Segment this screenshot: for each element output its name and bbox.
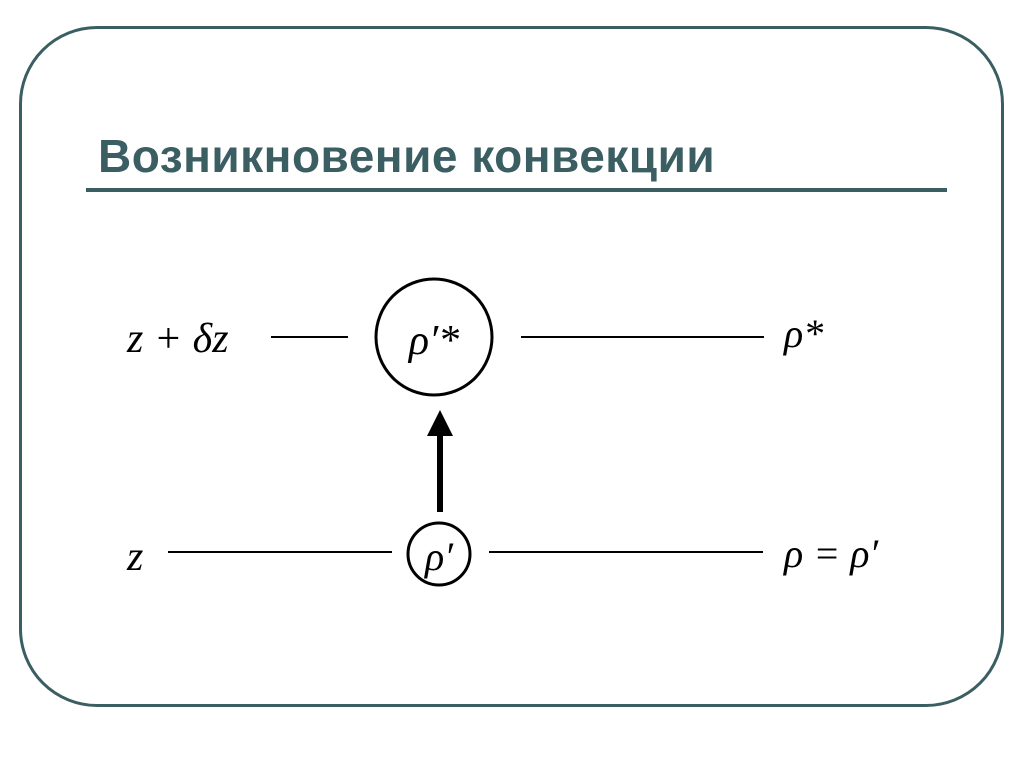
lower-environment-label: ρ = ρ′ <box>782 531 879 576</box>
upper-parcel-label: ρ′* <box>407 318 459 364</box>
lower-parcel-circle <box>406 521 472 587</box>
lower-height-label: z <box>126 534 143 580</box>
slide-title: Возникновение конвекции <box>98 130 716 182</box>
upper-height-label: z + δz <box>126 316 229 362</box>
lower-parcel-label: ρ′ <box>423 534 454 579</box>
title-underline <box>86 188 947 192</box>
upper-parcel-circle <box>374 277 494 397</box>
ascent-arrow-head <box>427 410 453 436</box>
upper-environment-label: ρ* <box>782 311 823 356</box>
slide-frame <box>19 26 1004 707</box>
